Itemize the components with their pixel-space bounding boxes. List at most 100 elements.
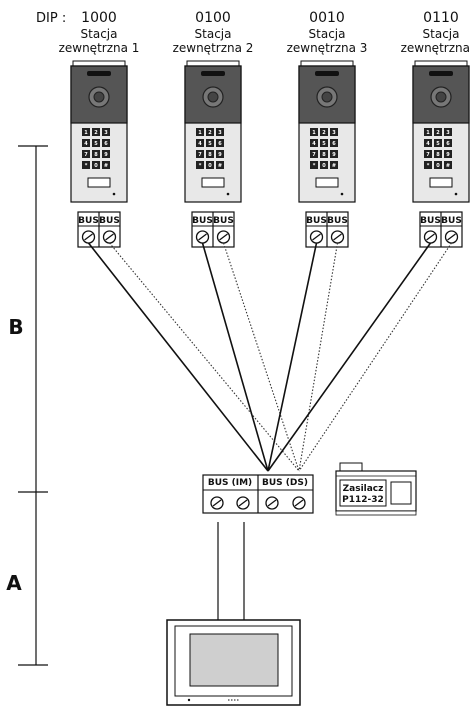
keypad-key-label: * [427, 163, 430, 169]
keypad-key-label: 3 [332, 130, 336, 136]
bracket-a-gap [4, 568, 26, 596]
keypad-key [310, 161, 318, 169]
dip-code: 0100 [195, 10, 231, 26]
power-supply-base [335, 510, 417, 516]
terminal-screw [292, 496, 306, 510]
keypad-key-label: * [199, 163, 202, 169]
keypad-key-label: 0 [436, 163, 440, 169]
keypad-key-label: 4 [84, 141, 88, 147]
keypad-key-label: 9 [332, 152, 336, 158]
terminal-screw [236, 496, 250, 510]
keypad-key-label: 2 [208, 130, 212, 136]
keypad-key [320, 161, 328, 169]
keypad-key-label: # [446, 163, 450, 169]
keypad-key [434, 161, 442, 169]
bus-label: BUS [327, 216, 348, 226]
power-supply-connector [390, 481, 412, 505]
keypad-key [102, 150, 110, 158]
keypad-key-label: 9 [446, 152, 450, 158]
keypad-key-label: 1 [84, 130, 88, 136]
keypad-key [444, 139, 452, 147]
keypad-key [206, 161, 214, 169]
keypad-key-label: # [104, 163, 108, 169]
keypad-key [102, 128, 110, 136]
keypad-key [92, 139, 100, 147]
camera-lens-inner [93, 91, 105, 103]
keypad-key [206, 128, 214, 136]
keypad-key [196, 139, 204, 147]
keypad-key-label: 3 [218, 130, 222, 136]
monitor-wires [217, 522, 245, 620]
dip-code: 1000 [81, 10, 117, 26]
section-b-label: B [8, 315, 23, 339]
keypad-key [330, 128, 338, 136]
keypad-key-label: 2 [322, 130, 326, 136]
keypad-key [102, 161, 110, 169]
keypad-key [82, 150, 90, 158]
terminal-screws [210, 496, 306, 510]
keypad-key-label: 6 [332, 141, 336, 147]
bus-im-label: BUS (IM) [208, 478, 252, 488]
bus-label: BUS [306, 216, 327, 226]
bus-wire-dotted [298, 242, 452, 472]
panel-led [112, 192, 116, 196]
keypad-key [320, 150, 328, 158]
keypad-key-label: 6 [218, 141, 222, 147]
keypad-key-label: 4 [312, 141, 316, 147]
bus-wire-solid [87, 242, 269, 472]
monitor-indicator [187, 698, 191, 702]
keypad-key-label: 5 [322, 141, 326, 147]
keypad-key [82, 161, 90, 169]
bus-label: BUS [441, 216, 462, 226]
keypad-key [444, 150, 452, 158]
keypad-key-label: * [313, 163, 316, 169]
keypad-key [196, 150, 204, 158]
bus-label: BUS [78, 216, 99, 226]
keypad-key [424, 150, 432, 158]
keypad-key-label: 7 [312, 152, 316, 158]
keypad-key-label: 0 [208, 163, 212, 169]
keypad-key-label: 7 [426, 152, 430, 158]
terminal-screw [195, 230, 210, 244]
name-card [201, 177, 225, 188]
keypad-key-label: 9 [218, 152, 222, 158]
keypad-key-label: 0 [94, 163, 98, 169]
terminal-screw [444, 230, 459, 244]
power-supply-label-box [339, 479, 387, 507]
terminal-screw [330, 230, 345, 244]
keypad-key [102, 139, 110, 147]
keypad-key-label: 3 [446, 130, 450, 136]
keypad-key-label: 4 [426, 141, 430, 147]
keypad-key [206, 150, 214, 158]
power-supply: Zasilacz P112-32 [335, 462, 417, 516]
keypad-key [310, 128, 318, 136]
keypad-key [196, 128, 204, 136]
keypad-key [434, 139, 442, 147]
bus-label: BUS [213, 216, 234, 226]
terminal-screw [265, 496, 279, 510]
keypad-key-label: 1 [312, 130, 316, 136]
bus-label: BUS [99, 216, 120, 226]
monitor-screen [189, 633, 279, 687]
keypad-key-label: # [332, 163, 336, 169]
keypad-key [92, 150, 100, 158]
bus-wire-dotted [222, 242, 300, 472]
keypad-key [92, 161, 100, 169]
bus-label: BUS [192, 216, 213, 226]
keypad-key [82, 139, 90, 147]
camera-lens-inner [321, 91, 333, 103]
panel-led [226, 192, 230, 196]
keypad-key-label: 6 [446, 141, 450, 147]
keypad-key [216, 139, 224, 147]
name-card [315, 177, 339, 188]
indoor-monitor [166, 619, 301, 706]
